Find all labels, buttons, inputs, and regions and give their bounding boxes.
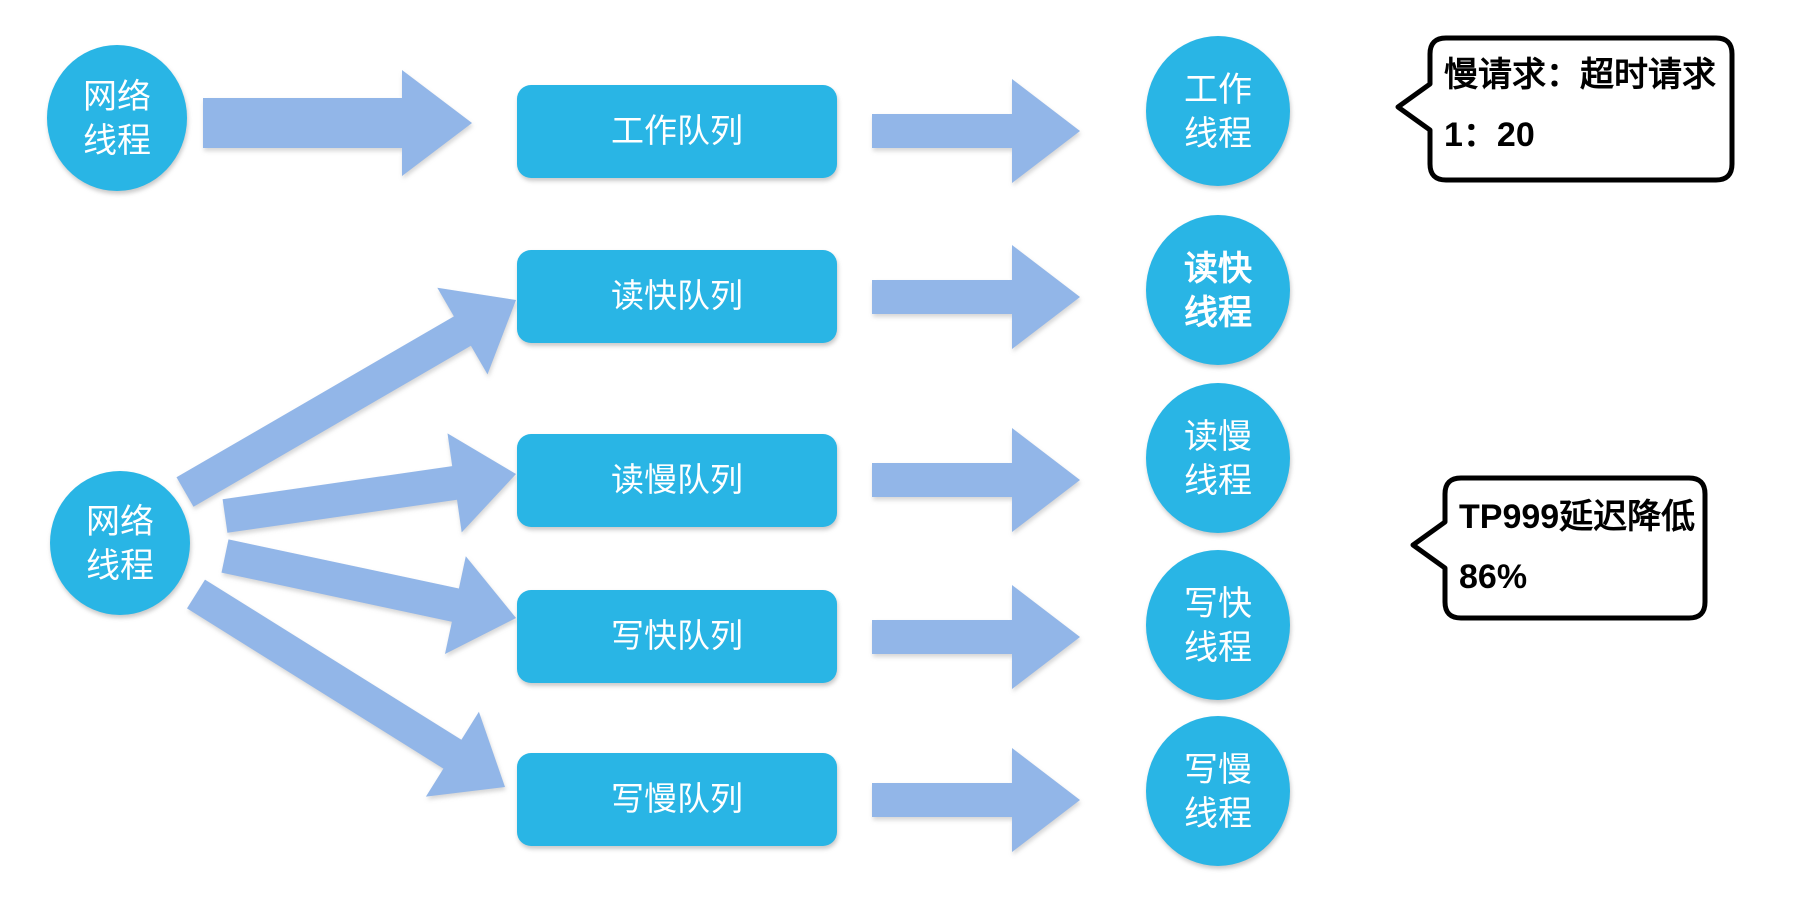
callout-text-line2: 86% — [1459, 558, 1527, 596]
arrow-source2-to-read-fast-queue — [176, 287, 516, 507]
queue-rect — [517, 590, 837, 683]
worker-thread-circles: 工作 线程 读快 线程 读慢 线程 写快 线程 写慢 线程 — [1146, 36, 1290, 866]
thread-label-line1: 写慢 — [1184, 751, 1252, 789]
thread-node-write-slow: 写慢 线程 — [1146, 716, 1290, 866]
thread-label-line2: 线程 — [1184, 795, 1252, 833]
callout-slow-request: 慢请求：超时请求 1：20 — [1395, 35, 1735, 183]
queue-rect — [517, 250, 837, 343]
arrow-source2-to-write-fast-queue — [221, 539, 516, 654]
arrow-source1-to-work-queue — [203, 70, 472, 176]
thread-circle — [1146, 383, 1290, 533]
callout-text-line2: 1：20 — [1444, 116, 1535, 154]
queue-label: 读快队列 — [611, 277, 743, 314]
queue-label: 读慢队列 — [611, 461, 743, 498]
thread-label-line2: 线程 — [1184, 115, 1252, 153]
thread-circle — [1146, 550, 1290, 700]
thread-node-read-slow: 读慢 线程 — [1146, 383, 1290, 533]
network-thread-label-line1: 网络 — [83, 78, 151, 116]
queue-boxes: 工作队列 读快队列 读慢队列 写快队列 写慢队列 — [517, 85, 837, 846]
callout-tp999: TP999延迟降低 86% — [1410, 475, 1708, 621]
thread-node-work: 工作 线程 — [1146, 36, 1290, 186]
queue-box-write-slow: 写慢队列 — [517, 753, 837, 846]
queue-label: 写快队列 — [611, 617, 743, 654]
arrow-write-fast-queue-to-thread — [872, 585, 1080, 689]
thread-circle — [1146, 36, 1290, 186]
network-thread-label-line1: 网络 — [86, 503, 154, 541]
arrow-source2-to-read-slow-queue — [222, 433, 516, 533]
thread-node-read-fast: 读快 线程 — [1146, 215, 1290, 365]
queue-box-read-slow: 读慢队列 — [517, 434, 837, 527]
thread-label-line2: 线程 — [1184, 294, 1252, 332]
queue-label: 写慢队列 — [611, 780, 743, 817]
thread-label-line1: 工作 — [1184, 71, 1252, 109]
thread-circle — [1146, 716, 1290, 866]
network-thread-circle — [47, 45, 187, 191]
queue-box-read-fast: 读快队列 — [517, 250, 837, 343]
arrow-layer — [176, 70, 1080, 852]
arrow-source2-to-write-slow-queue — [187, 579, 505, 797]
thread-node-write-fast: 写快 线程 — [1146, 550, 1290, 700]
arrow-write-slow-queue-to-thread — [872, 748, 1080, 852]
queue-rect — [517, 434, 837, 527]
thread-label-line1: 读快 — [1184, 250, 1253, 288]
queue-box-work: 工作队列 — [517, 85, 837, 178]
source-thread-node-1: 网络 线程 — [47, 45, 187, 191]
queue-rect — [517, 85, 837, 178]
thread-label-line2: 线程 — [1184, 462, 1252, 500]
callout-bubble-shape — [1410, 475, 1708, 621]
callout-text-line1: 慢请求：超时请求 — [1444, 56, 1716, 94]
thread-label-line2: 线程 — [1184, 629, 1252, 667]
queue-box-write-fast: 写快队列 — [517, 590, 837, 683]
callout-bubble-shape — [1395, 35, 1735, 183]
thread-label-line1: 读慢 — [1184, 418, 1252, 456]
source-thread-node-2: 网络 线程 — [50, 471, 190, 615]
arrow-read-slow-queue-to-thread — [872, 428, 1080, 532]
network-thread-label-line2: 线程 — [83, 122, 151, 160]
callout-text-line1: TP999延迟降低 — [1459, 498, 1695, 536]
thread-label-line1: 写快 — [1184, 585, 1252, 623]
arrow-read-fast-queue-to-thread — [872, 245, 1080, 349]
network-thread-label-line2: 线程 — [86, 547, 154, 585]
queue-rect — [517, 753, 837, 846]
arrow-work-queue-to-work-thread — [872, 79, 1080, 183]
queue-label: 工作队列 — [611, 112, 743, 149]
thread-circle — [1146, 215, 1290, 365]
network-thread-circle — [50, 471, 190, 615]
